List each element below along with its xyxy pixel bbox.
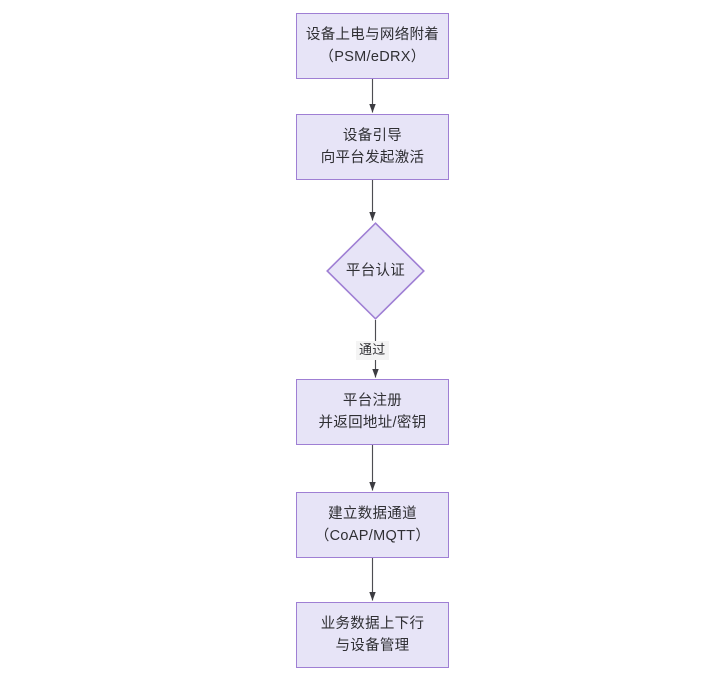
node-label: 平台注册 并返回地址/密钥 (318, 392, 427, 431)
node-label: 建立数据通道 （CoAP/MQTT） (314, 505, 431, 544)
node-label: 设备上电与网络附着 （PSM/eDRX） (305, 26, 440, 65)
node-label: 业务数据上下行 与设备管理 (320, 615, 425, 654)
node-device-power-on[interactable]: 设备上电与网络附着 （PSM/eDRX） (296, 13, 449, 79)
diamond-shape (326, 222, 425, 320)
node-platform-registration[interactable]: 平台注册 并返回地址/密钥 (296, 379, 449, 445)
node-establish-data-channel[interactable]: 建立数据通道 （CoAP/MQTT） (296, 492, 449, 558)
node-platform-authentication[interactable]: 平台认证 (326, 222, 425, 320)
node-label: 设备引导 向平台发起激活 (320, 127, 425, 166)
edge-label-pass: 通过 (356, 341, 389, 360)
node-label: 平台认证 (345, 262, 406, 279)
node-business-data-and-device-management[interactable]: 业务数据上下行 与设备管理 (296, 602, 449, 668)
node-device-bootstrap[interactable]: 设备引导 向平台发起激活 (296, 114, 449, 180)
